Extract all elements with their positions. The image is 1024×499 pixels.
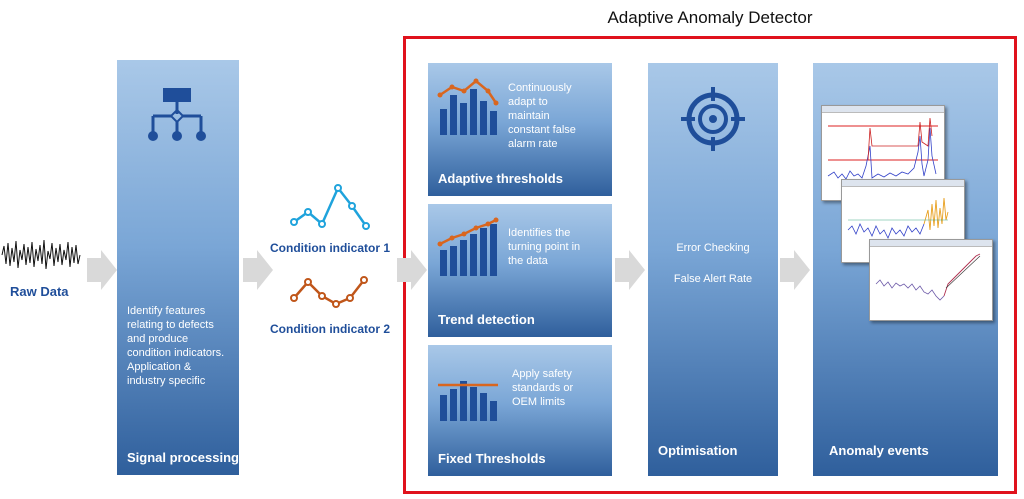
arrow-4 <box>615 250 645 290</box>
signal-processing-label: Signal processing <box>127 450 239 465</box>
diagram-title: Adaptive Anomaly Detector <box>607 8 813 27</box>
trend-description: Identifies the turning point in the data <box>508 226 580 268</box>
condition-indicator-2-label: Condition indicator 2 <box>270 322 390 336</box>
fixed-bar-chart-icon <box>438 381 498 421</box>
adaptive-line-4: constant false <box>508 124 576 136</box>
sp-line-6: industry specific <box>127 375 206 387</box>
adaptive-bar-chart-icon <box>437 78 499 135</box>
fixed-thresholds-panel: Apply safety standards or OEM limits Fix… <box>428 345 612 476</box>
fixed-line-2: standards or <box>512 382 574 394</box>
trend-line-3: the data <box>508 255 548 267</box>
trend-line-2: turning point in <box>508 241 581 253</box>
adaptive-description: Continuously adapt to maintain constant … <box>508 81 576 151</box>
fixed-description: Apply safety standards or OEM limits <box>512 367 573 409</box>
optimisation-label: Optimisation <box>658 443 738 458</box>
arrow-1 <box>87 250 117 290</box>
optimisation-panel: Error Checking False Alert Rate Optimisa… <box>648 63 778 476</box>
trend-bar-chart-icon <box>437 217 499 276</box>
trend-detection-label: Trend detection <box>438 312 535 327</box>
adaptive-line-5: alarm rate <box>508 138 558 150</box>
adaptive-thresholds-label: Adaptive thresholds <box>438 171 563 186</box>
anomaly-screenshot-3 <box>869 239 993 321</box>
hierarchy-icon <box>148 88 206 141</box>
raw-data-label: Raw Data <box>10 284 69 299</box>
sp-line-4: condition indicators. <box>127 347 225 359</box>
arrow-3 <box>397 250 427 290</box>
condition-indicator-1-icon <box>290 184 370 230</box>
sp-line-1: Identify features <box>127 305 206 317</box>
signal-processing-panel: Identify features relating to defects an… <box>117 60 239 475</box>
raw-signal-waveform <box>1 239 81 270</box>
trend-detection-panel: Identifies the turning point in the data… <box>428 204 612 337</box>
false-alert-rate-text: False Alert Rate <box>673 273 753 285</box>
fixed-line-1: Apply safety <box>512 368 572 380</box>
sp-line-3: and produce <box>127 333 189 345</box>
adaptive-line-1: Continuously <box>508 82 572 94</box>
adaptive-line-2: adapt to <box>508 96 548 108</box>
condition-indicator-1-label: Condition indicator 1 <box>270 241 390 255</box>
signal-processing-description: Identify features relating to defects an… <box>127 304 224 388</box>
anomaly-events-panel: Anomaly events <box>813 63 998 476</box>
condition-indicator-2-icon <box>290 276 368 308</box>
fixed-line-3: OEM limits <box>512 396 566 408</box>
arrow-5 <box>780 250 810 290</box>
sp-line-5: Application & <box>127 361 192 373</box>
adaptive-thresholds-panel: Continuously adapt to maintain constant … <box>428 63 612 196</box>
adaptive-line-3: maintain <box>508 110 550 122</box>
trend-line-1: Identifies the <box>508 227 571 239</box>
anomaly-events-label: Anomaly events <box>829 443 929 458</box>
error-checking-text: Error Checking <box>676 242 750 254</box>
arrow-2 <box>243 250 273 290</box>
target-icon <box>681 87 745 151</box>
sp-line-2: relating to defects <box>127 319 214 331</box>
fixed-thresholds-label: Fixed Thresholds <box>438 451 546 466</box>
